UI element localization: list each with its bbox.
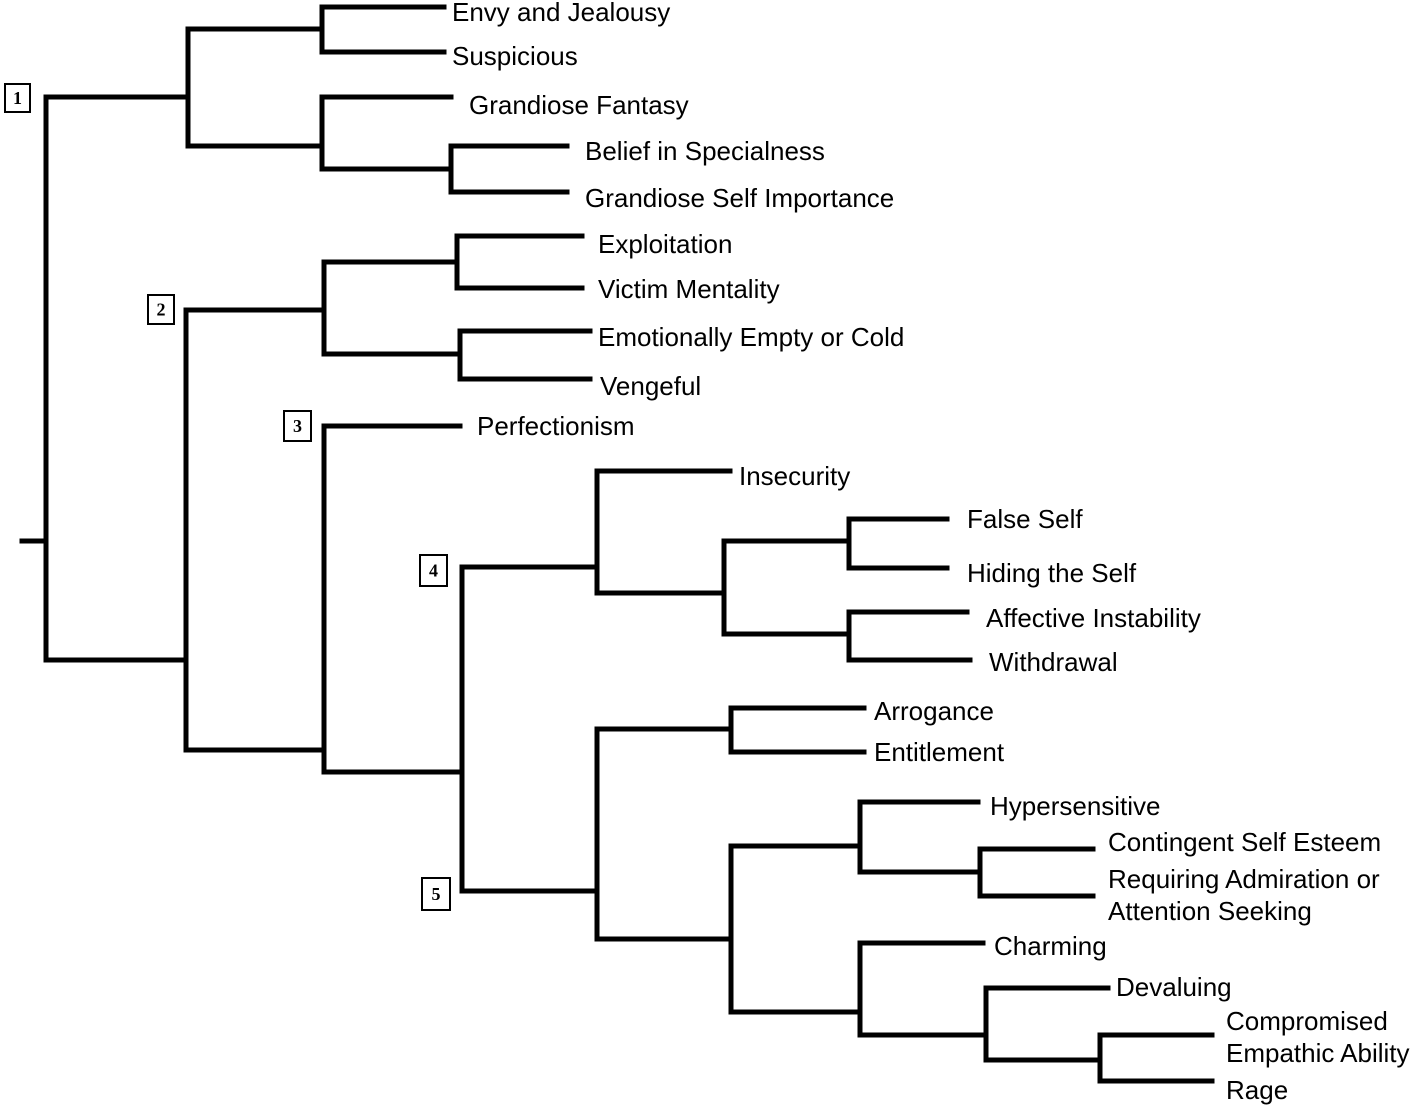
leaf-victim-mentality: Victim Mentality: [598, 274, 780, 304]
leaf-grandiose-fantasy: Grandiose Fantasy: [469, 90, 689, 120]
leaf-compromised-empathy-line1: Compromised: [1226, 1006, 1388, 1036]
leaf-hypersensitive: Hypersensitive: [990, 791, 1161, 821]
cluster-marker-5: 5: [421, 877, 451, 911]
leaf-devaluing: Devaluing: [1116, 972, 1232, 1002]
leaf-rage: Rage: [1226, 1075, 1288, 1105]
cluster-marker-3: 3: [283, 410, 312, 442]
cluster-number-2: 2: [157, 300, 166, 320]
cluster-marker-1: 1: [4, 83, 31, 113]
leaf-envy-and-jealousy: Envy and Jealousy: [452, 0, 670, 27]
leaf-requiring-admiration-line1: Requiring Admiration or: [1108, 864, 1380, 894]
leaf-charming: Charming: [994, 931, 1107, 961]
leaf-grandiose-self-importance: Grandiose Self Importance: [585, 183, 894, 213]
leaf-hiding-the-self: Hiding the Self: [967, 558, 1137, 588]
dendrogram-branches: [19, 4, 1215, 1084]
leaf-entitlement: Entitlement: [874, 737, 1005, 767]
leaf-affective-instability: Affective Instability: [986, 603, 1201, 633]
leaf-contingent-self-esteem: Contingent Self Esteem: [1108, 827, 1381, 857]
leaf-belief-in-specialness: Belief in Specialness: [585, 136, 825, 166]
cluster-markers: 1 2 3 4 5: [4, 83, 451, 911]
cluster-number-5: 5: [432, 884, 441, 904]
leaf-false-self: False Self: [967, 504, 1083, 534]
leaf-requiring-admiration-line2: Attention Seeking: [1108, 896, 1312, 926]
cluster-marker-2: 2: [147, 294, 175, 325]
leaf-labels: Envy and Jealousy Suspicious Grandiose F…: [452, 0, 1410, 1105]
leaf-compromised-empathy-line2: Empathic Ability: [1226, 1038, 1410, 1068]
leaf-vengeful: Vengeful: [600, 371, 701, 401]
leaf-arrogance: Arrogance: [874, 696, 994, 726]
leaf-perfectionism: Perfectionism: [477, 411, 635, 441]
cluster-number-3: 3: [293, 416, 302, 436]
cluster-number-4: 4: [429, 561, 438, 581]
leaf-withdrawal: Withdrawal: [989, 647, 1118, 677]
cluster-number-1: 1: [13, 88, 22, 108]
leaf-insecurity: Insecurity: [739, 461, 850, 491]
leaf-suspicious: Suspicious: [452, 41, 578, 71]
cluster-marker-4: 4: [419, 554, 448, 587]
leaf-exploitation: Exploitation: [598, 229, 732, 259]
leaf-emotionally-empty-or-cold: Emotionally Empty or Cold: [598, 322, 904, 352]
